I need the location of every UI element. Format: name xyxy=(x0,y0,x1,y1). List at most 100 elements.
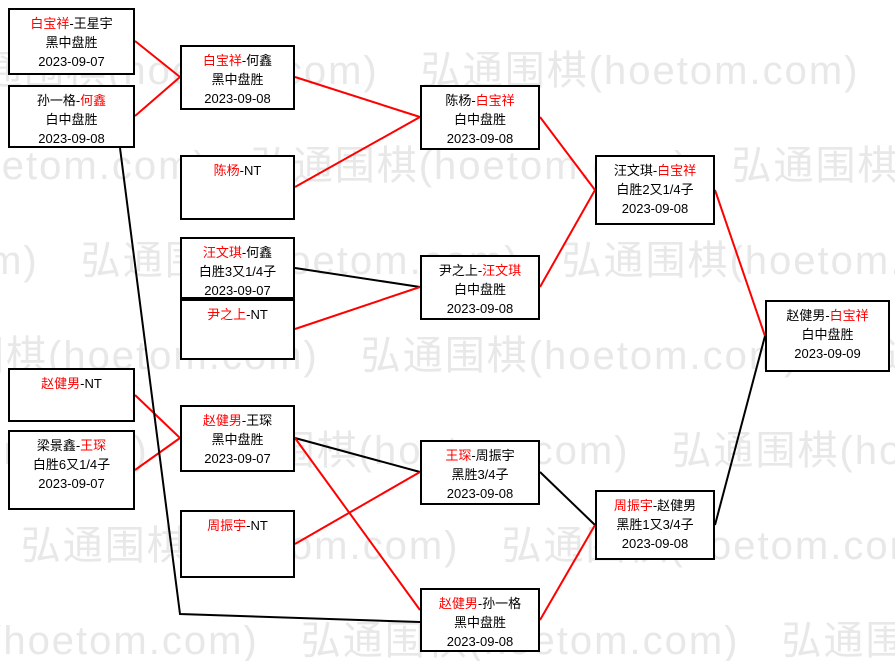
match-result: 黑胜1又3/4子 xyxy=(616,517,694,532)
vs-dash: - xyxy=(652,498,658,513)
player2-name: NT xyxy=(250,307,268,322)
match-result: 白胜6又1/4子 xyxy=(32,457,111,472)
vs-dash: - xyxy=(246,307,251,322)
match-players: 尹之上-NT xyxy=(182,305,293,324)
connector-line-win xyxy=(294,116,421,188)
player1-name: 汪文琪 xyxy=(613,163,653,178)
player1-name: 周振宇 xyxy=(613,498,653,513)
connector-line-win xyxy=(134,394,181,439)
player1-name: 赵健男 xyxy=(786,308,826,323)
match-result: 白中盘胜 xyxy=(45,112,98,127)
player2-name: 王琛 xyxy=(80,438,107,453)
match-box-r2m2[interactable]: 陈杨-NT xyxy=(180,155,295,220)
connector-line-drop xyxy=(119,147,421,623)
connector-line-win xyxy=(134,437,181,471)
match-result: 白中盘胜 xyxy=(801,327,854,342)
vs-dash: - xyxy=(241,413,247,428)
vs-dash: - xyxy=(80,376,85,391)
connector-line-win xyxy=(539,189,596,288)
player1-name: 陈杨 xyxy=(445,93,472,108)
match-date: 2023-09-07 xyxy=(204,451,271,466)
match-date: 2023-09-07 xyxy=(38,54,105,69)
match-box-r2m5[interactable]: 赵健男-王琛黑中盘胜 2023-09-07 xyxy=(180,405,295,472)
match-result: 白胜3又1/4子 xyxy=(198,264,277,279)
vs-dash: - xyxy=(246,518,251,533)
connector-line-win xyxy=(294,437,421,611)
match-box-r2m4[interactable]: 尹之上-NT xyxy=(180,299,295,360)
connector-line-drop xyxy=(714,335,766,526)
vs-dash: - xyxy=(239,163,244,178)
vs-dash: - xyxy=(69,16,74,31)
match-result: 白中盘胜 xyxy=(453,112,506,127)
watermark-row: 弘通围棋(hoetom.com) 弘通围棋(hoetom.com) 弘通围棋(h… xyxy=(0,513,895,571)
connector-line-win xyxy=(294,76,421,118)
player2-name: 何鑫 xyxy=(80,93,107,108)
vs-dash: - xyxy=(825,308,830,323)
match-date: 2023-09-07 xyxy=(204,283,271,298)
match-players: 汪文琪-何鑫 xyxy=(182,243,293,262)
match-players: 汪文琪-白宝祥 xyxy=(597,161,713,180)
player1-name: 周振宇 xyxy=(207,518,247,533)
player2-name: 白宝祥 xyxy=(829,308,869,323)
connector-line-win xyxy=(294,286,421,330)
connector-line-drop xyxy=(294,267,421,288)
match-players: 赵健男-NT xyxy=(10,374,133,393)
player2-name: NT xyxy=(84,376,102,391)
match-date: 2023-09-08 xyxy=(621,536,689,551)
match-date: 2023-09-09 xyxy=(794,346,861,361)
player2-name: 周振宇 xyxy=(475,448,515,463)
match-result: 黑中盘胜 xyxy=(211,432,264,447)
connector-line-win xyxy=(294,471,421,545)
match-box-r1m1[interactable]: 白宝祥-王星宇黑中盘胜 2023-09-07 xyxy=(8,8,135,75)
player2-name: NT xyxy=(244,163,262,178)
match-box-r2m6[interactable]: 周振宇-NT xyxy=(180,510,295,578)
player2-name: 赵健男 xyxy=(657,498,697,513)
player1-name: 赵健男 xyxy=(41,376,81,391)
match-box-final[interactable]: 赵健男-白宝祥白中盘胜 2023-09-09 xyxy=(765,300,890,372)
player2-name: 王琛 xyxy=(246,413,273,428)
player1-name: 白宝祥 xyxy=(30,16,70,31)
player2-name: 孙一格 xyxy=(482,596,522,611)
player1-name: 白宝祥 xyxy=(202,53,242,68)
connector-line-win xyxy=(539,116,596,191)
player1-name: 孙一格 xyxy=(36,93,76,108)
match-players: 陈杨-NT xyxy=(182,161,293,180)
player2-name: 白宝祥 xyxy=(657,163,697,178)
match-box-r1m4[interactable]: 梁景鑫-王琛白胜6又1/4子 2023-09-07 xyxy=(8,430,135,510)
match-result: 黑中盘胜 xyxy=(45,35,98,50)
match-box-r2m3[interactable]: 汪文琪-何鑫白胜3又1/4子 2023-09-07 xyxy=(180,237,295,299)
match-date: 2023-09-07 xyxy=(38,476,105,491)
player1-name: 陈杨 xyxy=(213,163,240,178)
match-result: 黑中盘胜 xyxy=(211,72,264,87)
match-players: 尹之上-汪文琪 xyxy=(422,261,538,280)
match-date: 2023-09-08 xyxy=(446,131,514,146)
match-box-r3m1[interactable]: 陈杨-白宝祥白中盘胜 2023-09-08 xyxy=(420,85,540,150)
match-result: 白中盘胜 xyxy=(453,282,506,297)
player1-name: 王琛 xyxy=(445,448,472,463)
connector-line-drop xyxy=(294,437,421,473)
vs-dash: - xyxy=(75,438,81,453)
match-players: 陈杨-白宝祥 xyxy=(422,91,538,110)
player2-name: 白宝祥 xyxy=(475,93,515,108)
connector-line-win xyxy=(539,524,596,621)
vs-dash: - xyxy=(75,93,81,108)
vs-dash: - xyxy=(477,596,483,611)
player1-name: 汪文琪 xyxy=(202,245,242,260)
match-players: 梁景鑫-王琛 xyxy=(10,436,133,455)
match-box-sf2[interactable]: 周振宇-赵健男黑胜1又3/4子 2023-09-08 xyxy=(595,490,715,560)
match-players: 孙一格-何鑫 xyxy=(10,91,133,110)
match-result: 黑胜3/4子 xyxy=(451,467,509,482)
match-box-r1m3[interactable]: 赵健男-NT xyxy=(8,368,135,422)
match-players: 赵健男-王琛 xyxy=(182,411,293,430)
match-result: 黑中盘胜 xyxy=(453,615,506,630)
player2-name: 王星宇 xyxy=(73,16,113,31)
vs-dash: - xyxy=(477,263,483,278)
